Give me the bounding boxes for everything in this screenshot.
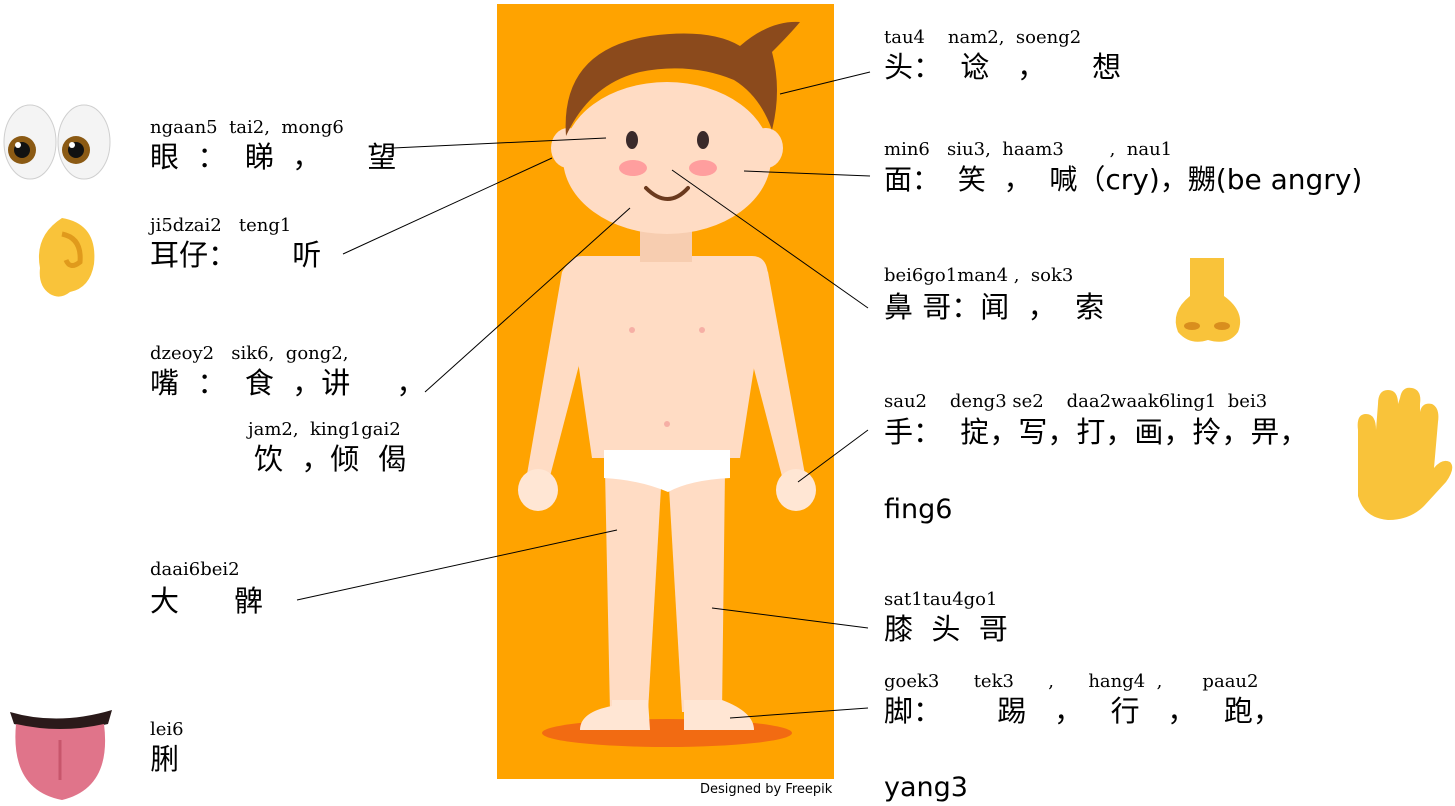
right-cheek — [689, 160, 717, 176]
face — [563, 82, 771, 234]
raised-hand-emoji — [1358, 388, 1453, 520]
thigh-jyutping: daai6bei2 — [150, 560, 240, 580]
foot-label-extra: yang3 — [884, 772, 968, 804]
nose-jyutping: bei6go1man4 , sok3 — [884, 266, 1073, 286]
mouth-label-2: 饮 ，倾 偈 — [254, 442, 407, 476]
nose-label: 鼻 哥：闻 ， 索 — [884, 290, 1104, 324]
foot-label: 脚： 踢 ， 行 ， 跑， — [884, 694, 1282, 728]
left-eye — [626, 131, 638, 149]
eyes-emoji — [4, 105, 110, 179]
mouth-jyutping-2: jam2, king1gai2 — [248, 420, 401, 440]
foot-jyutping: goek3 tek3 , hang4 , paau2 — [884, 672, 1258, 692]
mouth-label: 嘴 ： 食 ，讲 ， — [150, 366, 425, 400]
left-nipple — [629, 327, 635, 333]
tongue-jyutping: lei6 — [150, 720, 184, 740]
head-label: 头： 谂 ， 想 — [884, 50, 1121, 84]
tongue-label: 脷 — [150, 742, 179, 776]
left-hand — [518, 469, 558, 511]
mouth-jyutping: dzeoy2 sik6, gong2, — [150, 344, 348, 364]
face-label: 面： 笑 ， 喊（cry)，嬲(be angry) — [884, 163, 1362, 197]
hand-label-extra: fing6 — [884, 494, 952, 526]
ear-jyutping: ji5dzai2 teng1 — [150, 216, 291, 236]
thigh-label: 大 髀 — [150, 584, 263, 618]
hand-label: 手： 掟，写，打，画，拎，畀， — [884, 415, 1308, 449]
hand-jyutping: sau2 deng3 se2 daa2waak6ling1 bei3 — [884, 392, 1267, 412]
eye-jyutping: ngaan5 tai2, mong6 — [150, 118, 344, 138]
eye-label: 眼 ： 睇 ， 望 — [150, 140, 396, 174]
right-nipple — [699, 327, 705, 333]
tongue-emoji — [10, 710, 112, 800]
ear-label: 耳仔： 听 — [150, 238, 321, 272]
right-eye — [697, 131, 709, 149]
nose-emoji — [1176, 258, 1240, 342]
face-jyutping: min6 siu3, haam3 , nau1 — [884, 140, 1172, 160]
navel — [664, 421, 670, 427]
head-jyutping: tau4 nam2, soeng2 — [884, 28, 1081, 48]
right-hand — [776, 469, 816, 511]
knee-label: 膝 头 哥 — [884, 612, 1008, 646]
torso — [566, 256, 768, 458]
credit-text: Designed by Freepik — [700, 782, 832, 798]
left-cheek — [619, 160, 647, 176]
knee-jyutping: sat1tau4go1 — [884, 590, 997, 610]
floor-shadow — [542, 719, 792, 747]
ear-emoji — [39, 218, 94, 297]
